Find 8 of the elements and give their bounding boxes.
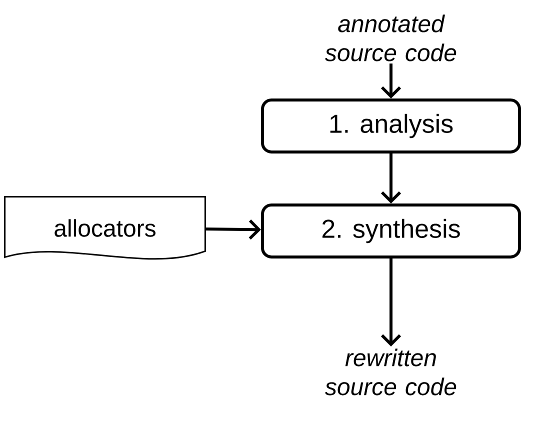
arrow (380, 258, 402, 346)
process-box: 2. synthesis (261, 204, 521, 258)
arrow (205, 219, 261, 240)
process-box: 1. analysis (261, 98, 521, 154)
io-label: annotated source code (325, 14, 456, 62)
arrow (380, 154, 402, 204)
arrow (380, 64, 402, 98)
io-label: rewritten source code (325, 348, 456, 396)
